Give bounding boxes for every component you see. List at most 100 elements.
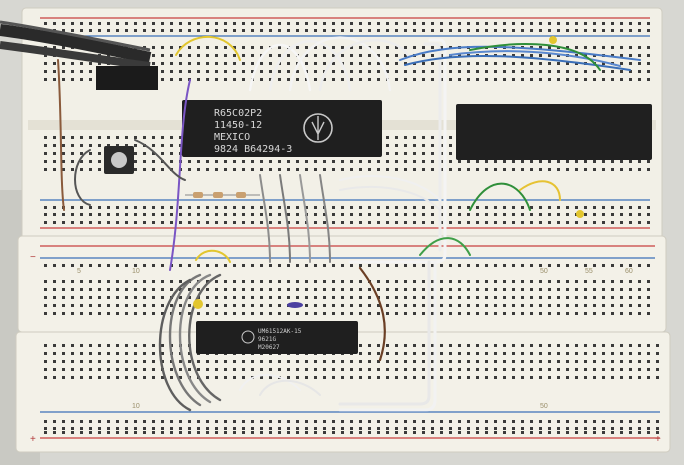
breadboard-hole — [215, 62, 218, 65]
breadboard-hole — [512, 62, 515, 65]
breadboard-hole — [593, 312, 596, 315]
breadboard-hole — [629, 213, 632, 216]
breadboard-hole — [125, 144, 128, 147]
breadboard-hole — [575, 29, 578, 32]
breadboard-hole — [368, 70, 371, 73]
breadboard-hole — [251, 312, 254, 315]
breadboard-hole — [422, 168, 425, 171]
col-number-60: 60 — [625, 268, 633, 275]
breadboard-hole — [449, 420, 452, 423]
breadboard-hole — [620, 296, 623, 299]
breadboard-hole — [242, 312, 245, 315]
breadboard-hole — [368, 29, 371, 32]
breadboard-hole — [629, 280, 632, 283]
breadboard-hole — [377, 420, 380, 423]
breadboard-hole — [350, 420, 353, 423]
breadboard-hole — [107, 296, 110, 299]
breadboard-hole — [71, 29, 74, 32]
breadboard-hole — [530, 160, 533, 163]
breadboard-hole — [98, 288, 101, 291]
breadboard-hole — [593, 264, 596, 267]
breadboard-hole — [206, 70, 209, 73]
breadboard-hole — [62, 221, 65, 224]
breadboard-hole — [332, 70, 335, 73]
breadboard-hole — [269, 264, 272, 267]
breadboard-hole — [161, 62, 164, 65]
breadboard-hole — [449, 46, 452, 49]
breadboard-hole — [386, 344, 389, 347]
breadboard-hole — [422, 54, 425, 57]
breadboard-hole — [44, 376, 47, 379]
breadboard-hole — [341, 46, 344, 49]
breadboard-hole — [521, 344, 524, 347]
breadboard-hole — [107, 352, 110, 355]
breadboard-hole — [314, 29, 317, 32]
breadboard-hole — [620, 168, 623, 171]
breadboard-hole — [107, 312, 110, 315]
breadboard-hole — [539, 312, 542, 315]
breadboard-hole — [395, 46, 398, 49]
breadboard-hole — [359, 420, 362, 423]
breadboard-hole — [431, 62, 434, 65]
breadboard-hole — [602, 160, 605, 163]
breadboard-hole — [206, 296, 209, 299]
breadboard-hole — [638, 168, 641, 171]
breadboard-hole — [62, 264, 65, 267]
breadboard-hole — [530, 427, 533, 430]
breadboard-hole — [305, 54, 308, 57]
breadboard-hole — [638, 344, 641, 347]
breadboard-hole — [557, 62, 560, 65]
breadboard-hole — [251, 368, 254, 371]
breadboard-hole — [215, 22, 218, 25]
breadboard-hole — [305, 62, 308, 65]
breadboard-hole — [44, 280, 47, 283]
breadboard-hole — [521, 168, 524, 171]
breadboard-hole — [332, 62, 335, 65]
breadboard-hole — [71, 62, 74, 65]
breadboard-hole — [557, 427, 560, 430]
breadboard-hole — [278, 431, 281, 434]
breadboard-hole — [98, 368, 101, 371]
breadboard-hole — [152, 280, 155, 283]
breadboard-hole — [413, 312, 416, 315]
breadboard-hole — [44, 288, 47, 291]
breadboard-hole — [224, 54, 227, 57]
breadboard-hole — [197, 62, 200, 65]
breadboard-hole — [314, 78, 317, 81]
breadboard-hole — [71, 136, 74, 139]
breadboard-hole — [107, 368, 110, 371]
ram-label-line2: 9621G — [258, 336, 276, 343]
breadboard-hole — [440, 344, 443, 347]
breadboard-hole — [80, 352, 83, 355]
breadboard-hole — [152, 344, 155, 347]
breadboard-hole — [125, 288, 128, 291]
breadboard-hole — [89, 78, 92, 81]
breadboard-hole — [422, 344, 425, 347]
breadboard-hole — [278, 312, 281, 315]
breadboard-hole — [503, 22, 506, 25]
breadboard-hole — [350, 376, 353, 379]
breadboard-hole — [278, 46, 281, 49]
breadboard-hole — [377, 29, 380, 32]
breadboard-hole — [62, 78, 65, 81]
breadboard-hole — [422, 213, 425, 216]
breadboard-hole — [431, 54, 434, 57]
breadboard-hole — [251, 264, 254, 267]
breadboard-hole — [287, 431, 290, 434]
breadboard-hole — [62, 70, 65, 73]
breadboard-hole — [539, 264, 542, 267]
breadboard-hole — [71, 78, 74, 81]
breadboard-hole — [44, 78, 47, 81]
breadboard-hole — [278, 368, 281, 371]
breadboard-hole — [80, 304, 83, 307]
breadboard-hole — [224, 280, 227, 283]
breadboard-hole — [413, 221, 416, 224]
breadboard-hole — [44, 160, 47, 163]
breadboard-hole — [161, 29, 164, 32]
breadboard-hole — [44, 152, 47, 155]
breadboard-hole — [611, 168, 614, 171]
breadboard-hole — [413, 70, 416, 73]
breadboard-hole — [422, 221, 425, 224]
col-number-10: 10 — [132, 268, 140, 275]
breadboard-hole — [431, 213, 434, 216]
